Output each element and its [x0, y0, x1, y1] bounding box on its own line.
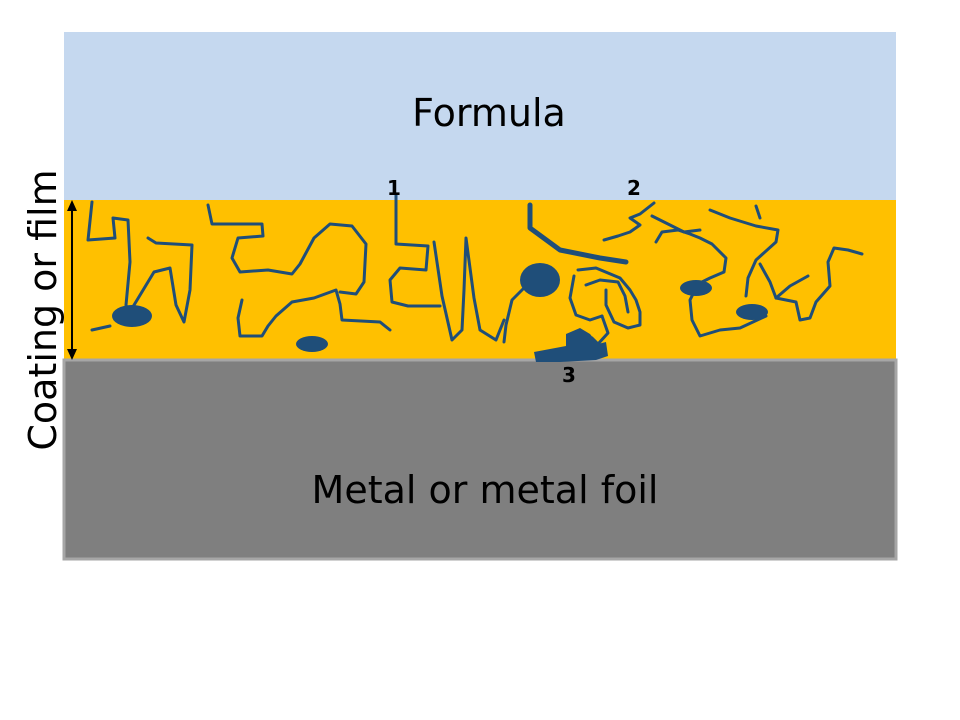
coating-layer: [64, 200, 896, 360]
particle: [520, 263, 560, 297]
marker-2: 2: [627, 176, 641, 200]
metal-label: Metal or metal foil: [312, 468, 659, 512]
formula-label: Formula: [412, 91, 566, 135]
particle: [680, 280, 712, 296]
particles: [112, 263, 768, 362]
marker-3: 3: [562, 363, 576, 387]
thickness-arrow: [67, 200, 77, 360]
particle: [112, 305, 152, 327]
coating-film-label: Coating or film: [21, 169, 65, 450]
interface-deposit: [534, 328, 608, 362]
particle: [736, 304, 768, 320]
marker-1: 1: [387, 176, 401, 200]
formula-layer: [64, 32, 896, 200]
metal-layer: [62, 358, 898, 561]
polymer-chains: [86, 193, 864, 346]
particle: [296, 336, 328, 352]
